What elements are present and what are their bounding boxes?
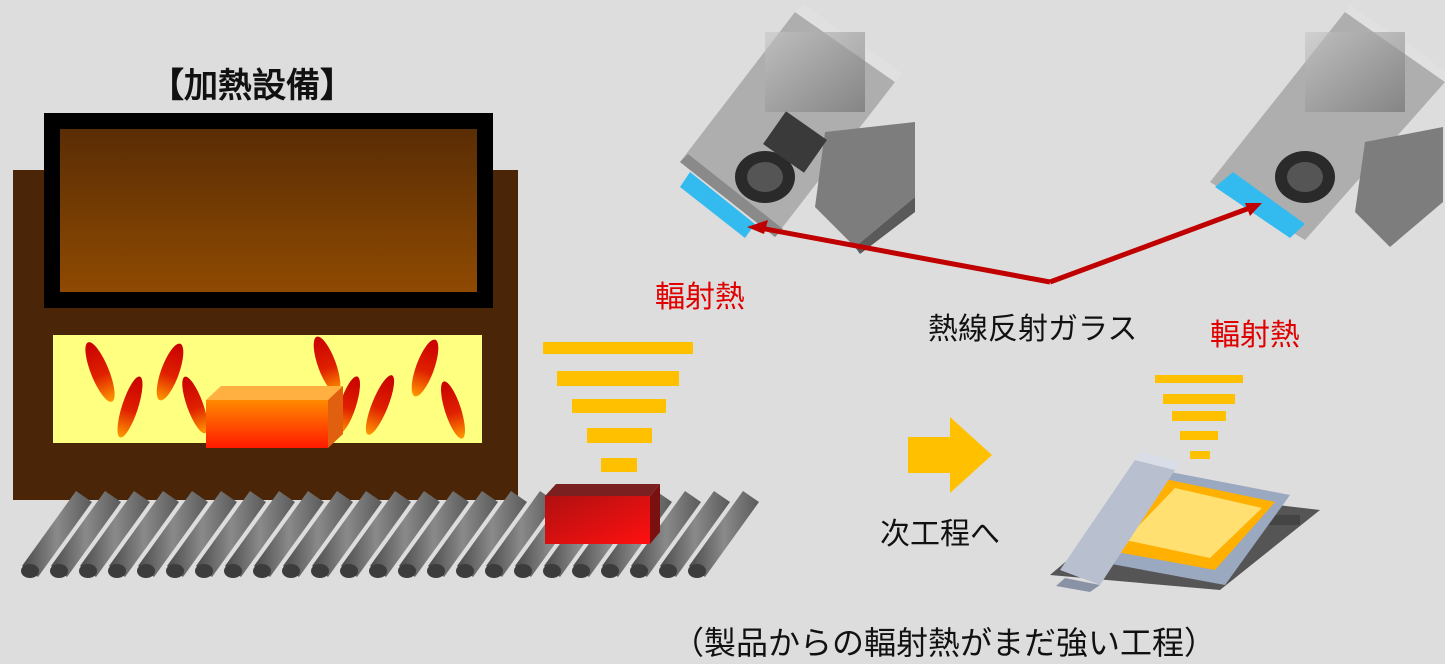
roller-end — [224, 564, 242, 578]
roller-end — [456, 564, 474, 578]
roller-end — [485, 564, 503, 578]
flame — [182, 376, 208, 434]
roller — [196, 491, 266, 577]
roller-end — [543, 564, 561, 578]
radiant-heat-bars-2 — [1155, 375, 1243, 459]
roller — [399, 491, 469, 577]
heated-block — [206, 386, 343, 448]
pointer-arrowhead — [1245, 203, 1262, 216]
roller-end — [311, 564, 329, 578]
roller — [254, 491, 324, 577]
arrow-right-icon — [908, 417, 992, 493]
flame — [156, 343, 184, 401]
roller — [689, 491, 759, 577]
roller-end — [253, 564, 271, 578]
roller — [370, 491, 440, 577]
roller-end — [514, 564, 532, 578]
roller-end — [572, 564, 590, 578]
roller-end — [601, 564, 619, 578]
heating-furnace — [13, 113, 518, 500]
camera-icon — [680, 4, 915, 254]
roller-end — [630, 564, 648, 578]
conveyor-machine-icon — [1050, 452, 1320, 592]
roller — [457, 491, 527, 577]
roller — [167, 491, 237, 577]
roller — [80, 491, 150, 577]
roller-end — [427, 564, 445, 578]
roller-end — [340, 564, 358, 578]
roller — [631, 491, 701, 577]
roller-end — [195, 564, 213, 578]
roller-end — [21, 564, 39, 578]
flame — [85, 342, 115, 402]
radiant-heat-label: 輻射熱 — [1210, 318, 1300, 353]
roller — [341, 491, 411, 577]
flame — [365, 375, 395, 435]
caption: （製品からの輻射熱がまだ強い工程） — [672, 624, 1217, 662]
flame — [441, 381, 465, 439]
hot-product — [545, 484, 660, 544]
flame — [117, 376, 143, 438]
glass-label: 熱線反射ガラス — [928, 312, 1138, 347]
roller-end — [688, 564, 706, 578]
roller — [486, 491, 556, 577]
radiant-heat-label: 輻射熱 — [655, 280, 745, 315]
diagram-title: 【加熱設備】 — [150, 66, 354, 106]
roller-end — [166, 564, 184, 578]
roller-end — [369, 564, 387, 578]
roller — [225, 491, 295, 577]
roller-end — [50, 564, 68, 578]
roller — [660, 491, 730, 577]
roller-conveyor — [21, 491, 759, 578]
heat-reflective-glass — [680, 172, 755, 238]
roller-end — [659, 564, 677, 578]
flame — [313, 336, 341, 394]
flame — [411, 339, 439, 397]
furnace-window — [60, 129, 477, 292]
roller — [51, 491, 121, 577]
roller-end — [282, 564, 300, 578]
roller-end — [398, 564, 416, 578]
roller — [428, 491, 498, 577]
roller — [283, 491, 353, 577]
radiant-heat-bars-1 — [543, 342, 693, 472]
roller-end — [108, 564, 126, 578]
roller-end — [137, 564, 155, 578]
roller — [312, 491, 382, 577]
roller-end — [79, 564, 97, 578]
glass-pointer-arrows — [759, 203, 1256, 285]
pointer-arrowhead — [747, 220, 768, 234]
roller — [138, 491, 208, 577]
roller — [109, 491, 179, 577]
roller — [22, 491, 92, 577]
next-process-label: 次工程へ — [880, 517, 1000, 552]
flames — [85, 336, 465, 439]
